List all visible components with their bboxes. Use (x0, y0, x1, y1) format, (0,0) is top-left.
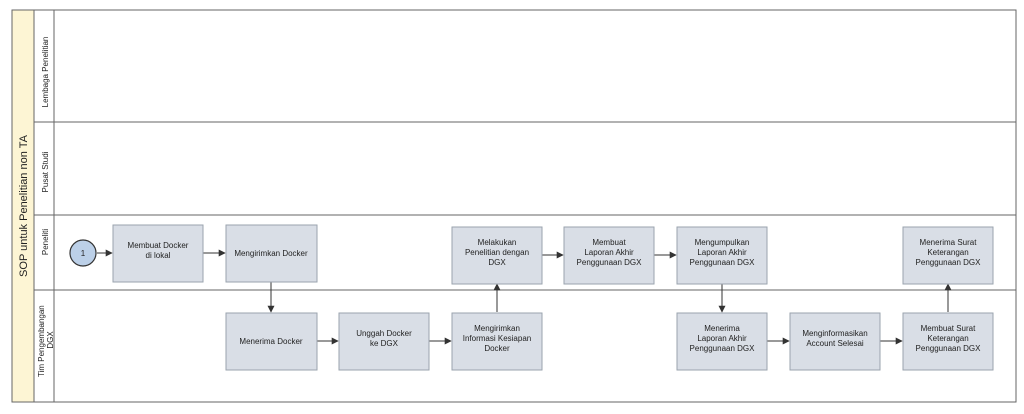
task-line: Mengirimkan Docker (234, 249, 308, 258)
start-event-circle (69, 239, 97, 267)
task-line: Menerima Surat (920, 238, 978, 247)
task-line: Membuat (592, 238, 626, 247)
start-event-label: 1 (81, 249, 86, 258)
task-t3[interactable]: Menerima Docker (225, 312, 318, 371)
task-box (563, 226, 655, 285)
start-event[interactable]: 1 (69, 239, 97, 267)
lane-pusat-label: Pusat Studi (41, 151, 50, 192)
task-line: Docker (484, 344, 510, 353)
task-label: Menerima Docker (239, 337, 302, 346)
lane-lembaga-label: Lembaga Penelitian (41, 37, 50, 108)
task-box (676, 226, 768, 285)
task-line: di lokal (146, 251, 171, 260)
sequence-flows (97, 249, 952, 345)
task-box (225, 312, 318, 371)
task-line: Menerima Docker (239, 337, 302, 346)
task-line: Informasi Kesiapan (463, 334, 531, 343)
task-line: Menerima (704, 324, 740, 333)
task-line: Penggunaan DGX (690, 344, 756, 353)
task-line: Menginformasikan (802, 329, 867, 338)
task-line: Laporan Akhir (697, 334, 747, 343)
task-line: Membuat Surat (921, 324, 976, 333)
task-line: Keterangan (927, 248, 968, 257)
task-box (902, 312, 994, 371)
task-line: Mengumpulkan (695, 238, 750, 247)
task-line: Penggunaan DGX (916, 344, 982, 353)
task-box (902, 226, 994, 285)
task-line: Melakukan (478, 238, 517, 247)
lanes: Lembaga Penelitian Pusat Studi Peneliti … (33, 9, 1017, 403)
task-line: Penggunaan DGX (690, 258, 756, 267)
lane-tim-label: Tim Pengembangan DGX (37, 303, 55, 377)
lane-peneliti-label: Peneliti (41, 229, 50, 255)
task-box (112, 224, 204, 283)
pool-title: SOP untuk Penelitian non TA (18, 134, 30, 277)
task-box (451, 312, 543, 371)
task-line: Laporan Akhir (584, 248, 634, 257)
task-line: Laporan Akhir (697, 248, 747, 257)
task-label: Mengirimkan Docker (234, 249, 308, 258)
task-line: Penelitian dengan (465, 248, 529, 257)
task-box (225, 224, 318, 283)
task-line: DGX (488, 258, 506, 267)
task-line: Keterangan (927, 334, 968, 343)
task-box (789, 312, 881, 371)
task-box (338, 312, 430, 371)
task-line: Account Selesai (806, 339, 864, 348)
task-box (676, 312, 768, 371)
task-line: ke DGX (370, 339, 399, 348)
lane-tim-header (33, 289, 55, 403)
lane-tim-label-line1: Tim Pengembangan (37, 305, 46, 377)
task-line: Mengirimkan (474, 324, 520, 333)
task-line: Membuat Docker (128, 241, 189, 250)
task-t2[interactable]: Mengirimkan Docker (225, 224, 318, 283)
task-line: Penggunaan DGX (577, 258, 643, 267)
task-line: Penggunaan DGX (916, 258, 982, 267)
lane-tim-label-line2: DGX (46, 331, 55, 349)
task-box (451, 226, 543, 285)
task-line: Unggah Docker (356, 329, 412, 338)
